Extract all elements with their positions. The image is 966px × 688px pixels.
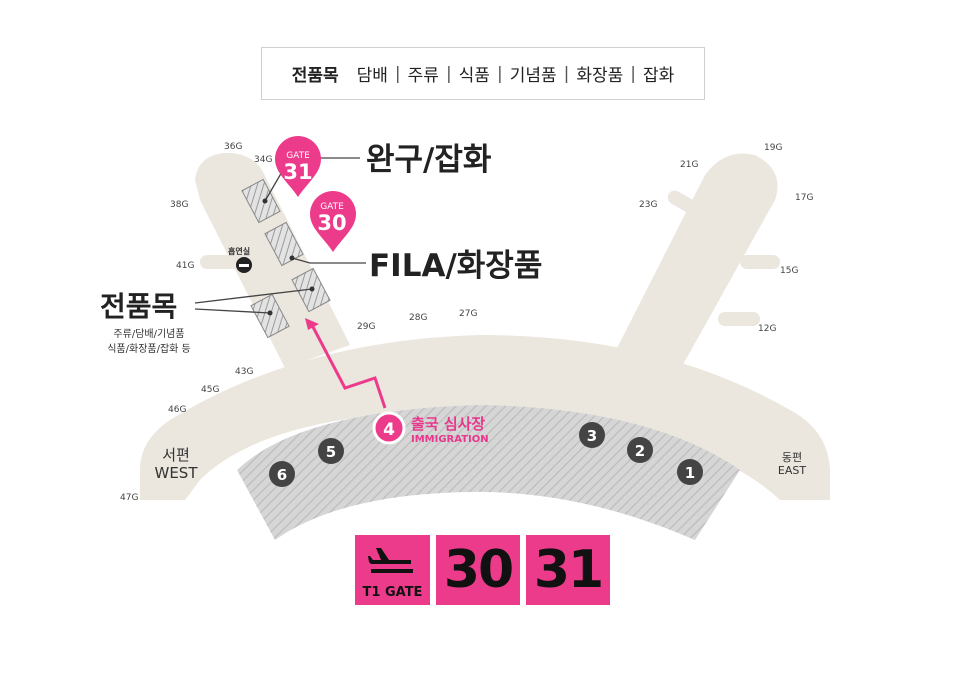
svg-text:34G: 34G [254, 155, 272, 165]
svg-text:36G: 36G [224, 142, 242, 152]
gate-labels: 36G 34G 38G 41G 43G 45G 46G 47G 29G 28G … [120, 142, 813, 503]
checkpoint-5: 5 [318, 438, 344, 464]
legend-item: 주류 [407, 66, 439, 86]
shop-sub-1: 주류/담배/기념품 [113, 329, 185, 340]
svg-text:5: 5 [326, 443, 336, 461]
svg-text:23G: 23G [639, 200, 657, 210]
gate-pin-31[interactable]: GATE 31 [275, 136, 321, 197]
gate-number-box: 30 [436, 535, 520, 605]
immigration-label: 출국 심사장 [411, 415, 486, 433]
product-legend: 전품목 담배 | 주류 | 식품 | 기념품 | 화장품 | 잡화 [261, 47, 705, 100]
shop-label-all: 전품목 [100, 290, 178, 323]
svg-text:3: 3 [587, 427, 597, 445]
west-kr: 서편 [162, 446, 190, 464]
concourse [140, 152, 830, 500]
pin-gate-text: GATE [320, 202, 344, 212]
svg-text:15G: 15G [780, 266, 798, 276]
shop-units [241, 178, 331, 339]
svg-text:27G: 27G [459, 309, 477, 319]
svg-text:46G: 46G [168, 405, 186, 415]
svg-text:41G: 41G [176, 261, 194, 271]
checkpoint-6: 6 [269, 461, 295, 487]
legend-item: 기념품 [509, 66, 557, 86]
t1-gate-badge: T1 GATE [355, 535, 430, 605]
checkpoint-1: 1 [677, 459, 703, 485]
west-label: 서편 WEST [150, 446, 202, 482]
checkpoint-3: 3 [579, 422, 605, 448]
legend-separator: | [563, 63, 570, 84]
svg-text:4: 4 [383, 420, 395, 440]
svg-text:6: 6 [277, 466, 287, 484]
svg-text:43G: 43G [235, 367, 253, 377]
svg-text:29G: 29G [357, 322, 375, 332]
svg-text:2: 2 [635, 442, 645, 460]
svg-text:12G: 12G [758, 324, 776, 334]
legend-separator: | [496, 63, 503, 84]
svg-text:28G: 28G [409, 313, 427, 323]
legend-separator: | [445, 63, 452, 84]
smoking-room-label: 흡연실 [228, 247, 251, 256]
checkpoint-4-immigration: 4 [372, 411, 406, 445]
gate-pin-30[interactable]: GATE 30 [310, 191, 356, 252]
east-label: 동편 EAST [770, 451, 814, 477]
east-kr: 동편 [781, 451, 803, 464]
checkpoint-2: 2 [627, 437, 653, 463]
legend-item: 잡화 [643, 66, 675, 86]
svg-text:1: 1 [685, 464, 695, 482]
pin-gate-number: 30 [317, 211, 346, 235]
svg-text:17G: 17G [795, 193, 813, 203]
checkpoints: 1 2 3 5 6 4 [269, 411, 703, 487]
shop-label-toys: 완구/잡화 [366, 142, 492, 178]
svg-text:21G: 21G [680, 160, 698, 170]
legend-separator: | [630, 63, 636, 84]
svg-text:19G: 19G [764, 143, 782, 153]
svg-text:38G: 38G [170, 200, 188, 210]
legend-item: 담배 [356, 66, 388, 86]
legend-separator: | [394, 63, 401, 84]
gate-number: 31 [533, 540, 604, 600]
shop-label-fila: FILA/화장품 [369, 248, 543, 284]
pin-gate-number: 31 [283, 160, 312, 184]
legend-lead: 전품목 [291, 66, 339, 86]
shop-sub-2: 식품/화장품/잡화 등 [107, 344, 191, 355]
pin-gate-text: GATE [286, 151, 310, 161]
gate-number: 30 [443, 540, 514, 600]
svg-text:47G: 47G [120, 493, 138, 503]
airplane-icon [368, 548, 413, 573]
immigration-label-en: IMMIGRATION [411, 434, 489, 445]
east-en: EAST [777, 464, 807, 477]
legend-item: 화장품 [576, 66, 624, 86]
west-en: WEST [154, 464, 198, 482]
immigration-zone [237, 405, 740, 540]
svg-text:45G: 45G [201, 385, 219, 395]
route-path [310, 324, 387, 409]
legend-item: 식품 [458, 66, 490, 86]
t1-gate-text: T1 GATE [362, 585, 423, 600]
gate-number-box: 31 [526, 535, 610, 605]
